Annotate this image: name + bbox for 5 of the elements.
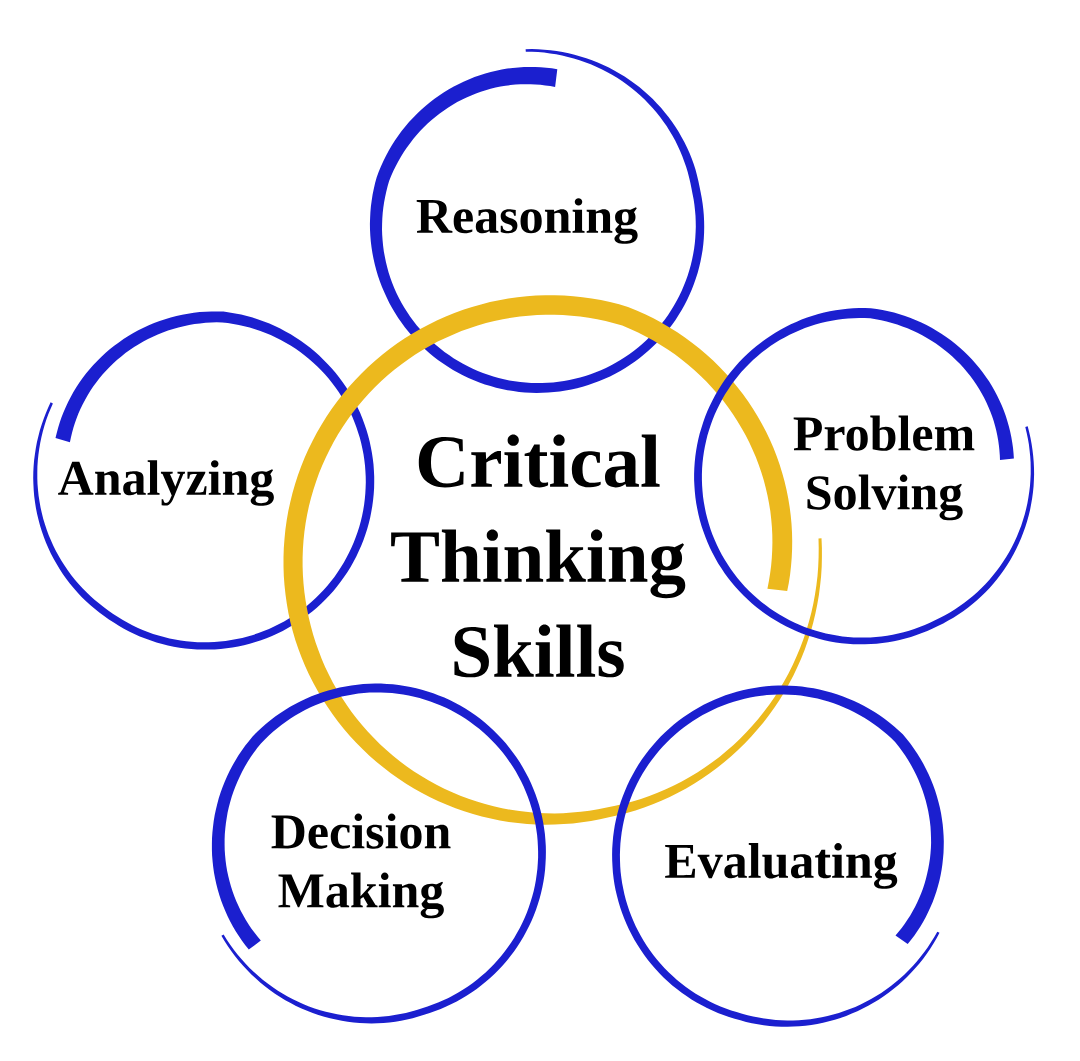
brush-stroke-loop: Reasoning [369, 49, 705, 393]
brush-stroke-loop: Analyzing [33, 311, 375, 650]
brush-stroke-loop: Problem Solving [694, 308, 1035, 645]
brush-stroke-loop: Decision Making [211, 683, 546, 1024]
brush-stroke-loop: Evaluating [612, 685, 944, 1027]
